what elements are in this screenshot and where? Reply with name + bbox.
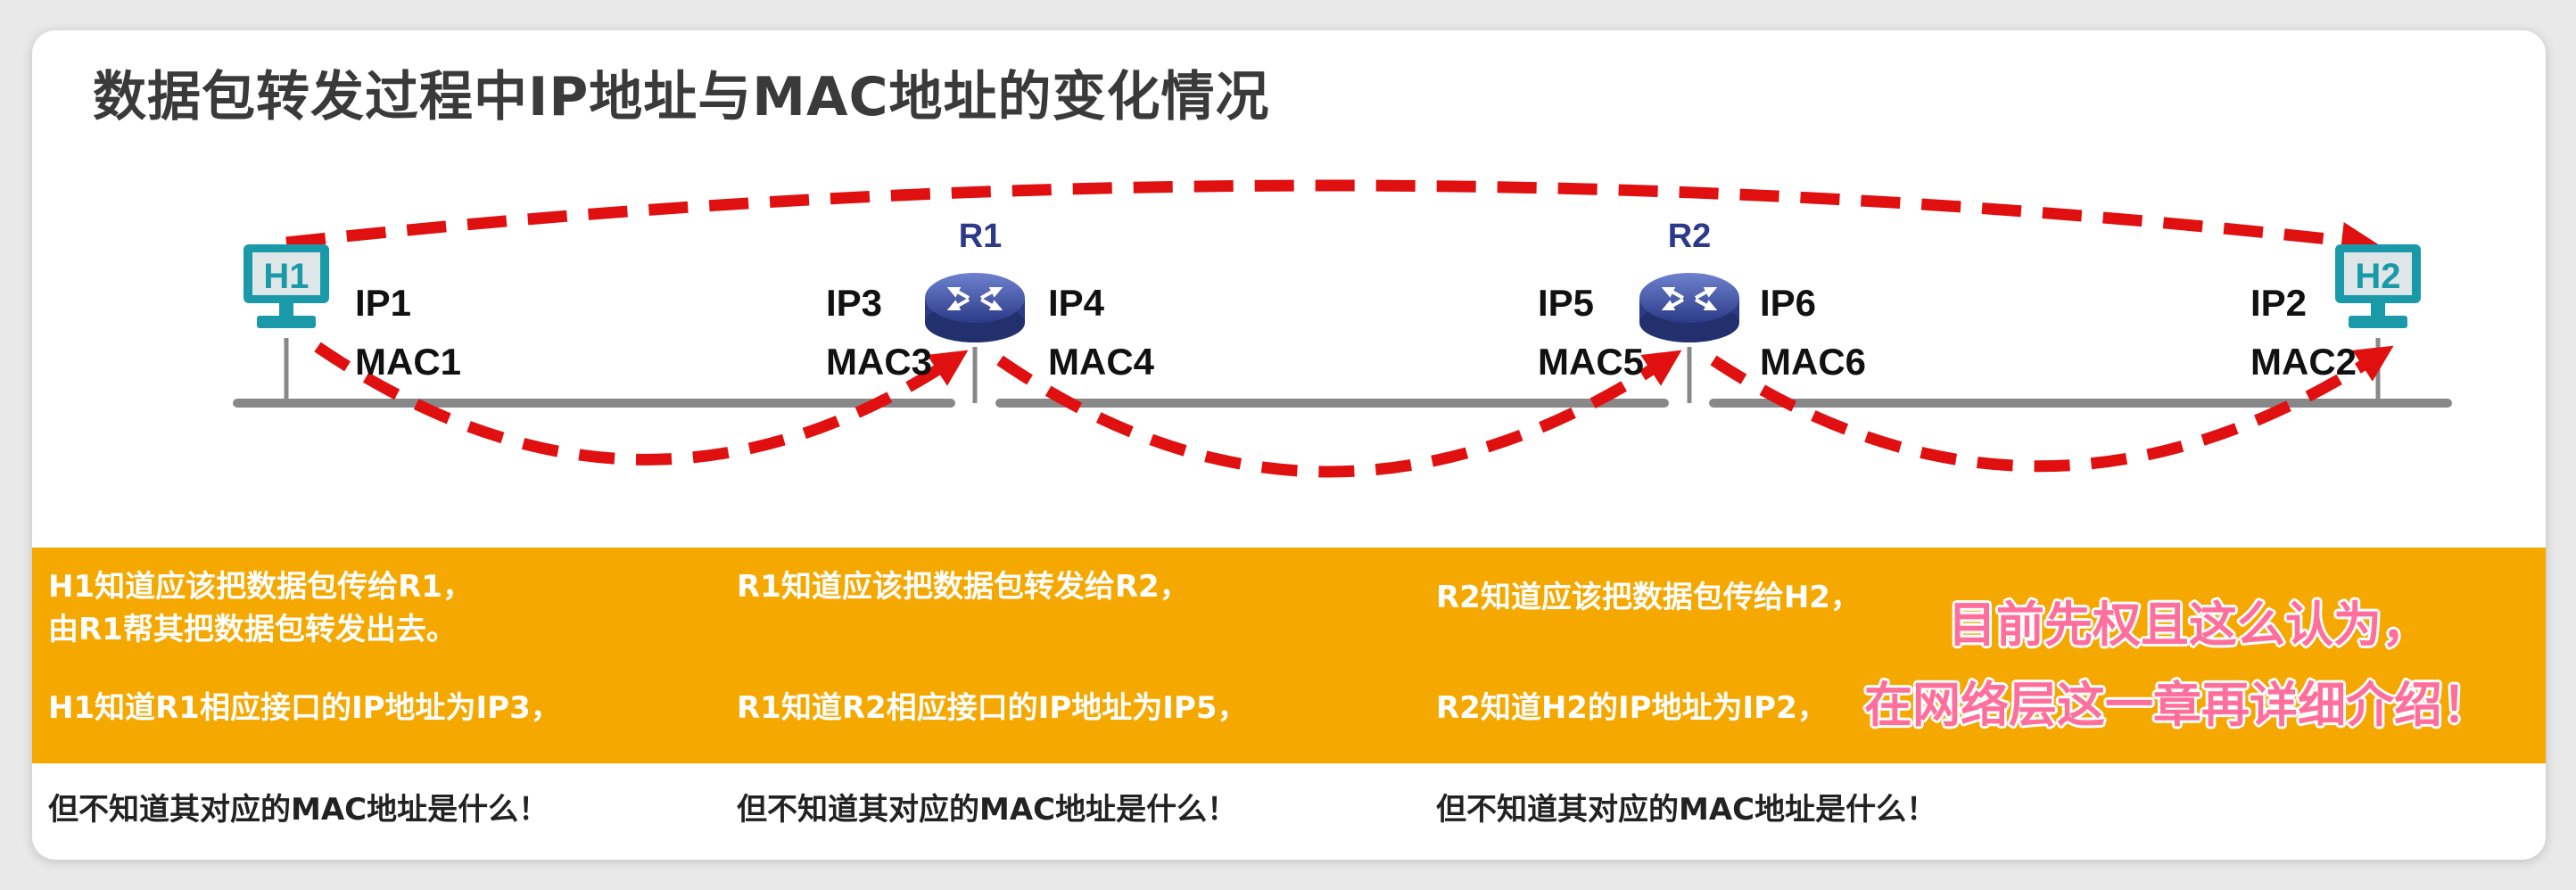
col3-line3: R2知道H2的IP地址为IP2， [1436,690,1828,726]
router-r1-icon: R1 [925,218,1025,342]
mac-hop-arrow-3 [1710,345,2394,473]
slide-card: 数据包转发过程中IP地址与MAC地址的变化情况 [32,30,2546,860]
col1-line2: 由R1帮其把数据包转发出去。 [48,612,457,647]
router-r2-name: R2 [1668,218,1712,255]
host-h1-icon: H1 [244,244,329,328]
r1-left-ip-label: IP3 [826,282,882,324]
mac-hop-arrow-1 [314,342,969,466]
r1-right-mac-label: MAC4 [1048,341,1155,383]
explanation-band [32,548,2546,763]
r1-right-ip-label: IP4 [1048,282,1105,324]
h2-ip-label: IP2 [2250,282,2307,324]
slide-title: 数据包转发过程中IP地址与MAC地址的变化情况 [93,66,1270,128]
col2-line4: 但不知道其对应的MAC地址是什么！ [737,792,1238,828]
note-line1: 目前先权且这么认为， [1948,597,2430,653]
host-h2-icon: H2 [2335,244,2421,328]
h1-mac-label: MAC1 [355,341,461,383]
h2-mac-label: MAC2 [2250,341,2357,383]
router-r2-icon: R2 [1639,218,1739,342]
r2-right-ip-label: IP6 [1760,282,1816,324]
router-r1-name: R1 [959,218,1003,255]
r2-right-mac-label: MAC6 [1760,341,1866,383]
host-h1-name: H1 [263,257,309,296]
r2-left-mac-label: MAC5 [1538,341,1644,383]
host-h2-name: H2 [2355,257,2400,296]
network-diagram: H1 H2 R1 R2 [233,179,2452,478]
col2-line3: R1知道R2相应接口的IP地址为IP5， [737,690,1248,726]
col3-line4: 但不知道其对应的MAC地址是什么！ [1436,792,1937,828]
note-line2: 在网络层这一章再详细介绍！ [1864,677,2490,733]
ip-path-arrow [285,179,2379,260]
r1-left-mac-label: MAC3 [826,341,932,383]
mac-hop-arrow-2 [996,350,1682,478]
col1-line3: H1知道R1相应接口的IP地址为IP3， [48,690,561,726]
col3-line1: R2知道应该把数据包传给H2， [1436,580,1861,615]
network-links [233,338,2452,408]
h1-ip-label: IP1 [355,282,411,324]
col2-line1: R1知道应该把数据包转发给R2， [737,569,1190,605]
r2-left-ip-label: IP5 [1538,282,1594,324]
col1-line1: H1知道应该把数据包传给R1， [48,569,473,605]
col1-line4: 但不知道其对应的MAC地址是什么！ [48,792,549,828]
